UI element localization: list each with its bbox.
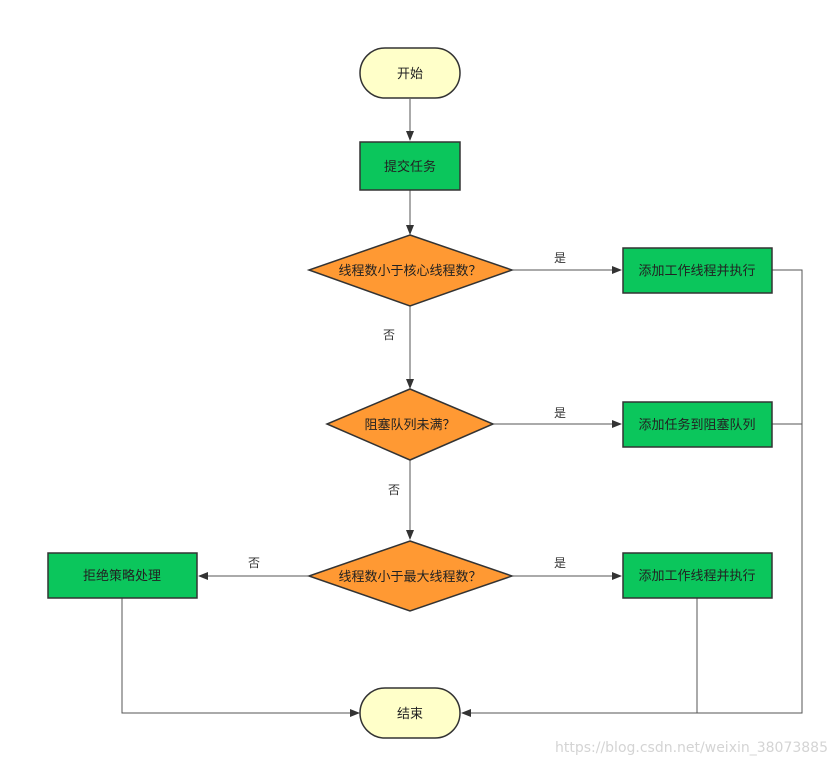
submit-task-label: 提交任务 bbox=[384, 159, 436, 175]
add-worker-node-2: 添加工作线程并执行 bbox=[622, 552, 773, 599]
edge-worker1-end bbox=[461, 269, 803, 717]
submit-task-node: 提交任务 bbox=[359, 141, 461, 191]
end-node: 结束 bbox=[359, 687, 461, 739]
core-no-label: 否 bbox=[383, 328, 395, 342]
core-threads-label: 线程数小于核心线程数？ bbox=[338, 264, 481, 279]
add-worker-label-2: 添加工作线程并执行 bbox=[638, 569, 755, 584]
start-label: 开始 bbox=[397, 67, 423, 82]
core-threads-decision: 线程数小于核心线程数？ bbox=[306, 234, 515, 307]
add-worker-node-1: 添加工作线程并执行 bbox=[622, 247, 773, 294]
queue-label: 阻塞队列未满？ bbox=[364, 417, 455, 433]
watermark: https://blog.csdn.net/weixin_38073885 bbox=[554, 740, 828, 756]
max-threads-decision: 线程数小于最大线程数？ bbox=[306, 540, 515, 612]
start-node: 开始 bbox=[359, 47, 461, 99]
queue-no-label: 否 bbox=[388, 483, 400, 497]
core-yes-label: 是 bbox=[554, 251, 566, 265]
add-to-queue-node: 添加任务到阻塞队列 bbox=[622, 401, 773, 448]
reject-node: 拒绝策略处理 bbox=[47, 552, 198, 599]
edge-reject-end bbox=[121, 598, 360, 717]
queue-yes-label: 是 bbox=[554, 406, 566, 420]
edges bbox=[121, 99, 803, 717]
max-yes-label: 是 bbox=[554, 556, 566, 570]
max-threads-label: 线程数小于最大线程数？ bbox=[338, 570, 481, 585]
queue-decision: 阻塞队列未满？ bbox=[325, 388, 495, 461]
max-no-label: 否 bbox=[248, 556, 260, 570]
end-label: 结束 bbox=[397, 707, 423, 722]
reject-label: 拒绝策略处理 bbox=[83, 568, 161, 584]
add-to-queue-label: 添加任务到阻塞队列 bbox=[638, 417, 755, 433]
add-worker-label-1: 添加工作线程并执行 bbox=[638, 264, 755, 279]
